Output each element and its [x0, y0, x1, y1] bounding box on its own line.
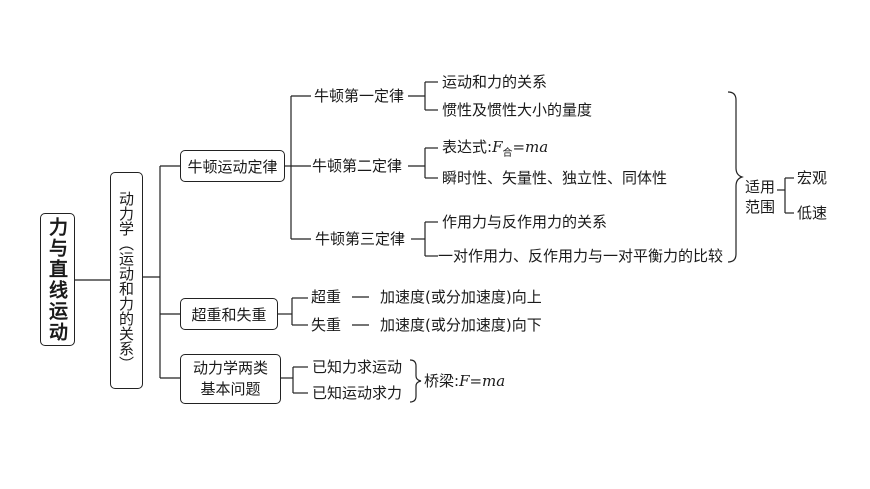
- bridge-prefix: 桥梁:: [424, 372, 460, 390]
- third-law-item: 一对作用力、反作用力与一对平衡力的比较: [438, 247, 724, 265]
- second-law-properties: 瞬时性、矢量性、独立性、同体性: [442, 169, 668, 187]
- bridge-text: 桥梁:F=ma: [424, 372, 505, 390]
- overweight-node: 超重和失重: [180, 298, 278, 330]
- two-problems-label: 动力学两类基本问题: [192, 359, 268, 398]
- dynamics-node: 动力学（运动和力的关系）: [110, 172, 143, 389]
- first-law-label: 牛顿第一定律: [314, 87, 405, 105]
- second-law-expression: 表达式:F合=ma: [442, 138, 548, 159]
- root-node: 力与直线运动: [40, 213, 75, 346]
- problem-item: 已知力求运动: [312, 358, 403, 376]
- third-law-label: 牛顿第三定律: [315, 230, 406, 248]
- expression-prefix: 表达式:: [442, 138, 493, 156]
- third-law-item: 作用力与反作用力的关系: [442, 213, 608, 231]
- expression-subscript: 合: [502, 148, 513, 159]
- newton-laws-label: 牛顿运动定律: [187, 157, 278, 176]
- first-law-item: 惯性及惯性大小的量度: [442, 101, 593, 119]
- problem-item: 已知运动求力: [312, 384, 403, 402]
- two-problems-node: 动力学两类基本问题: [180, 354, 281, 404]
- scope-item: 低速: [797, 204, 828, 222]
- root-label: 力与直线运动: [46, 216, 68, 343]
- weightless-item-label: 失重: [311, 316, 342, 334]
- expression-rest: =ma: [512, 138, 549, 156]
- scope-item: 宏观: [797, 169, 828, 187]
- dynamics-label: 动力学（运动和力的关系）: [117, 190, 135, 371]
- newton-laws-node: 牛顿运动定律: [180, 150, 285, 182]
- weightless-item-desc: 加速度(或分加速度)向下: [380, 316, 542, 334]
- overweight-item-desc: 加速度(或分加速度)向上: [380, 288, 542, 306]
- first-law-item: 运动和力的关系: [442, 73, 548, 91]
- overweight-item-label: 超重: [311, 288, 342, 306]
- overweight-label: 超重和失重: [191, 305, 267, 324]
- second-law-label: 牛顿第二定律: [312, 157, 403, 175]
- scope-label: 适用范围: [745, 178, 776, 216]
- expression-f: F: [492, 138, 503, 156]
- bridge-formula: F=ma: [459, 372, 506, 390]
